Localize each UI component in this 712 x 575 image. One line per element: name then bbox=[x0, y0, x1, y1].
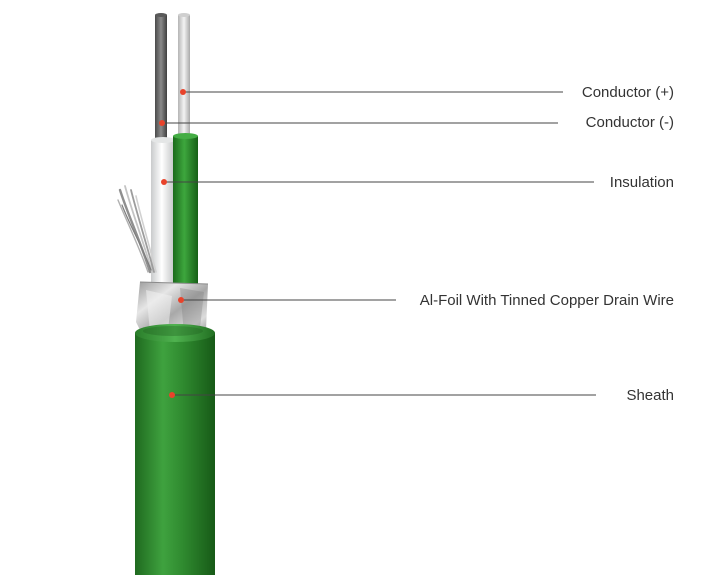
sheath-body bbox=[135, 324, 215, 575]
label-insulation: Insulation bbox=[609, 174, 674, 191]
callout-dot-foil bbox=[178, 297, 184, 303]
callouts bbox=[162, 91, 596, 396]
callout-dot-insulation bbox=[161, 179, 167, 185]
label-al-foil: Al-Foil With Tinned Copper Drain Wire bbox=[419, 292, 674, 309]
conductor-negative bbox=[155, 13, 167, 150]
callout-dot-conductor-pos bbox=[180, 89, 186, 95]
callout-dot-sheath bbox=[169, 392, 175, 398]
label-conductor-positive: Conductor (+) bbox=[581, 84, 674, 101]
label-conductor-negative: Conductor (-) bbox=[585, 114, 674, 131]
conductor-positive bbox=[178, 13, 190, 145]
label-sheath: Sheath bbox=[626, 387, 674, 404]
callout-dot-conductor-neg bbox=[159, 120, 165, 126]
drain-wire bbox=[117, 185, 157, 274]
callout-dots bbox=[159, 89, 186, 398]
insulation-white-core bbox=[151, 137, 175, 290]
insulation-green-core bbox=[173, 133, 198, 290]
